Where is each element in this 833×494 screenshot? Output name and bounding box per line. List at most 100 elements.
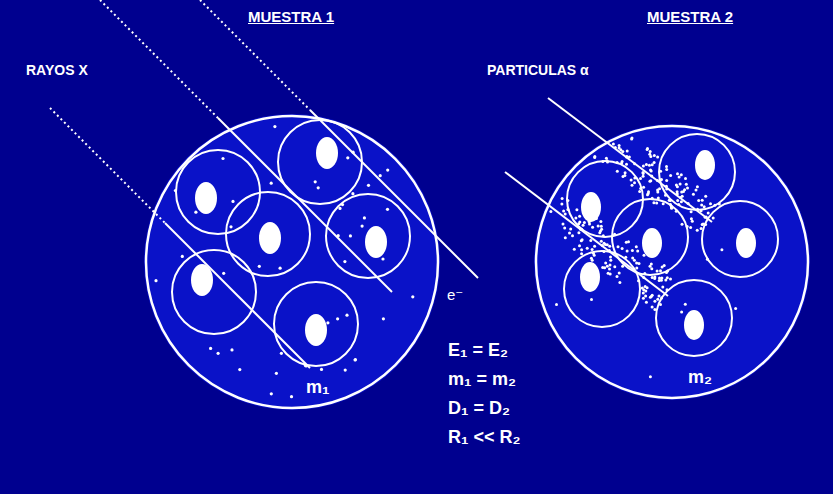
ionization-dot: [566, 199, 569, 202]
ionization-dot: [351, 192, 354, 195]
ionization-dot: [653, 308, 656, 311]
ionization-dot: [701, 223, 704, 226]
ionization-dot: [222, 272, 225, 275]
ionization-dot: [684, 177, 687, 180]
ionization-dot: [680, 310, 683, 313]
ionization-dot: [549, 210, 552, 213]
ionization-dot: [221, 157, 224, 160]
ionization-dot: [279, 267, 282, 270]
ionization-dot: [590, 298, 593, 301]
ionization-dot: [270, 243, 273, 246]
ionization-dot: [701, 199, 704, 202]
mass-label: m₁: [306, 377, 329, 399]
ionization-dot: [691, 220, 694, 223]
ionization-dot: [664, 194, 667, 197]
ionization-dot: [665, 165, 668, 168]
ionization-dot: [653, 161, 656, 164]
ionization-dot: [631, 249, 634, 252]
ionization-dot: [555, 303, 558, 306]
equation-label: m₁ = m₂: [448, 369, 516, 391]
ionization-dot: [690, 217, 693, 220]
ionization-dot: [656, 269, 659, 272]
ionization-dot: [713, 204, 716, 207]
ionization-dot: [601, 266, 604, 269]
ionization-dot: [712, 217, 715, 220]
ionization-dot: [591, 226, 594, 229]
ionization-dot: [649, 179, 652, 182]
ionization-dot: [669, 278, 672, 281]
ionization-dot: [655, 201, 658, 204]
ionization-dot: [580, 239, 583, 242]
ionization-dot: [621, 160, 624, 163]
ionization-dot: [154, 279, 157, 282]
ionization-dot: [638, 262, 641, 265]
ionization-dot: [609, 255, 612, 258]
ionization-dot: [561, 197, 564, 200]
ionization-dot: [612, 143, 615, 146]
electron-label: e⁻: [447, 286, 463, 304]
ionization-dot: [718, 203, 721, 206]
ionization-dot: [649, 296, 652, 299]
ionization-dot: [591, 248, 594, 251]
ionization-dot: [580, 248, 583, 251]
ionization-dot: [574, 216, 577, 219]
ionization-dot: [386, 169, 389, 172]
ionization-dot: [622, 175, 625, 178]
ionization-dot: [593, 156, 596, 159]
ionization-dot: [642, 164, 645, 167]
ionization-dot: [578, 221, 581, 224]
disc-outline: [534, 124, 810, 400]
ionization-dot: [645, 301, 648, 304]
disc-border: [536, 126, 808, 398]
ionization-dot: [354, 358, 357, 361]
ionization-dot: [630, 137, 633, 140]
ionization-dot: [609, 259, 612, 262]
ionization-dot: [656, 190, 659, 193]
ionization-dot: [326, 321, 329, 324]
ionization-dot: [618, 272, 621, 275]
ionization-dot: [644, 295, 647, 298]
ionization-dot: [631, 137, 634, 140]
ionization-dot: [646, 148, 649, 151]
sample-heading: MUESTRA 1: [248, 8, 334, 26]
ionization-dot: [258, 265, 261, 268]
ionization-dot: [349, 234, 352, 237]
ionization-dot: [643, 272, 646, 275]
ionization-dot: [658, 187, 661, 190]
ionization-dot: [649, 265, 652, 268]
ionization-dot: [676, 185, 679, 188]
ionization-dot: [588, 220, 591, 223]
ionization-dot: [646, 147, 649, 150]
ionization-dot: [666, 276, 669, 279]
ionization-dot: [605, 157, 608, 160]
ionization-dot: [707, 212, 710, 215]
ionization-dot: [649, 375, 652, 378]
ionization-dot: [686, 225, 689, 228]
ionization-dot: [633, 177, 636, 180]
ionization-dot: [411, 295, 414, 298]
ionization-dot: [643, 254, 646, 257]
ionization-dot: [676, 190, 679, 193]
ionization-dot: [608, 268, 611, 271]
ionization-dot: [651, 163, 654, 166]
ionization-dot: [720, 248, 723, 251]
ionization-dot: [194, 211, 197, 214]
ionization-dot: [636, 250, 639, 253]
ionization-dot: [209, 347, 212, 350]
ionization-dot: [639, 187, 642, 190]
ionization-dot: [700, 203, 703, 206]
ionization-dot: [642, 172, 645, 175]
ionization-dot: [642, 292, 645, 295]
ionization-dot: [575, 208, 578, 211]
ionization-dot: [361, 225, 364, 228]
ionization-dot: [270, 182, 273, 185]
ionization-dot: [573, 248, 576, 251]
ionization-dot: [650, 295, 653, 298]
ionization-dot: [631, 184, 634, 187]
ionization-dot: [627, 240, 630, 243]
ionization-dot: [580, 252, 583, 255]
ionization-dot: [690, 210, 693, 213]
ionization-dot: [679, 183, 682, 186]
ionization-dot: [588, 223, 591, 226]
nucleus-group: [191, 137, 756, 346]
